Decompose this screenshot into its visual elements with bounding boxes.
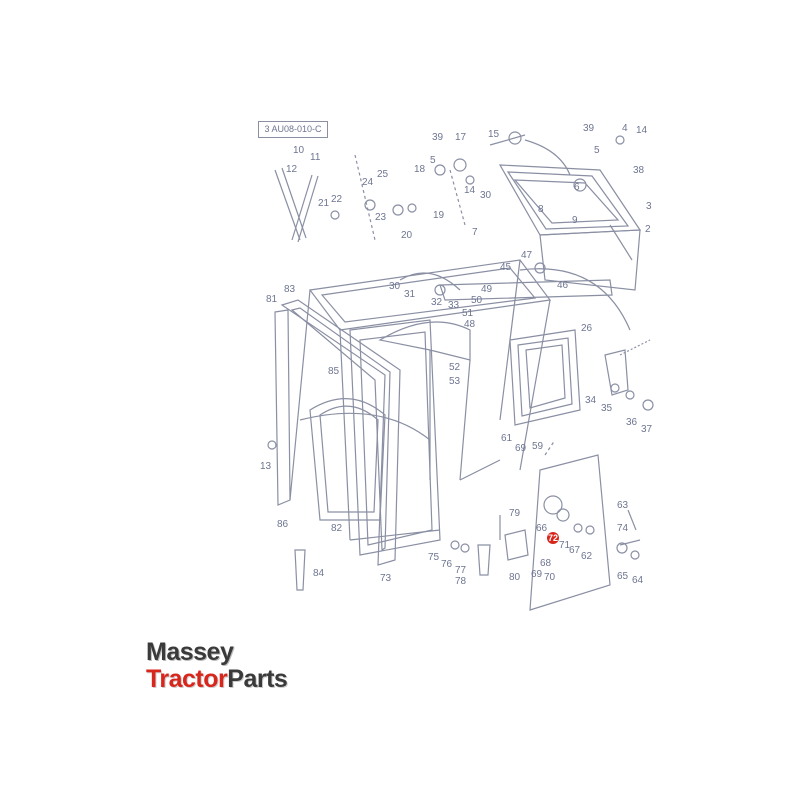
callout-label: 86: [277, 519, 289, 530]
front-windscreen-drawing: [274, 299, 401, 566]
callout-label: 50: [471, 295, 483, 306]
logo-massey-text: Massey: [146, 638, 234, 666]
callout-label: 18: [414, 164, 426, 175]
diagram-reference-code: 3 AU08-010-C: [258, 121, 328, 138]
callout-label: 76: [441, 559, 453, 570]
callout-label: 31: [404, 289, 416, 300]
callout-label: 36: [626, 417, 638, 428]
callout-label: 69: [515, 443, 527, 454]
callout-label: 61: [501, 433, 513, 444]
callout-label: 34: [585, 395, 597, 406]
sun-visor-bar-drawing: [434, 262, 631, 331]
callout-label: 77: [455, 565, 467, 576]
bottom-fittings-drawing: [267, 440, 529, 591]
door-latch-panel-drawing: [529, 439, 641, 611]
callout-label: 49: [481, 284, 493, 295]
top-fittings-drawing: [330, 131, 625, 241]
callout-label: 67: [569, 545, 581, 556]
callout-label: 73: [380, 573, 392, 584]
callout-label: 26: [581, 323, 593, 334]
callout-label: 65: [617, 571, 629, 582]
callout-label: 7: [472, 227, 478, 238]
callout-label: 33: [448, 300, 460, 311]
highlighted-part-marker[interactable]: 72: [547, 532, 559, 544]
callout-label: 66: [536, 523, 548, 534]
callout-label: 21: [318, 198, 330, 209]
callout-label: 30: [480, 190, 492, 201]
callout-label: 19: [433, 210, 445, 221]
callout-label: 38: [633, 165, 645, 176]
callout-label: 70: [544, 572, 556, 583]
callout-label: 20: [401, 230, 413, 241]
callout-label: 82: [331, 523, 343, 534]
callout-label: 64: [632, 575, 644, 586]
callout-label: 5: [430, 155, 436, 166]
callout-label: 52: [449, 362, 461, 373]
callout-label: 10: [293, 145, 305, 156]
callout-label: 22: [331, 194, 343, 205]
callout-label: 25: [377, 169, 389, 180]
hinge-assembly-drawing: [604, 339, 654, 411]
callout-label: 4: [622, 123, 628, 134]
callout-label: 79: [509, 508, 521, 519]
callout-label: 68: [540, 558, 552, 569]
callout-label: 83: [284, 284, 296, 295]
brand-logo[interactable]: Massey TractorParts: [146, 638, 288, 694]
callout-label: 84: [313, 568, 325, 579]
callout-label: 8: [538, 204, 544, 215]
callout-label: 30: [389, 281, 401, 292]
callout-label: 5: [594, 145, 600, 156]
callout-label: 47: [521, 250, 533, 261]
rear-window-drawing: [509, 329, 581, 426]
callout-label: 13: [260, 461, 272, 472]
callout-labels: 39 17 15 5 18 24 25 14 30 23 19 20 7 22 …: [260, 123, 653, 587]
callout-label: 15: [488, 129, 500, 140]
highlighted-part-number: 72: [548, 533, 558, 543]
callout-label: 6: [574, 182, 580, 193]
callout-label: 12: [286, 164, 298, 175]
callout-label: 62: [581, 551, 593, 562]
callout-label: 46: [557, 280, 569, 291]
cab-frame-drawing: [289, 259, 552, 556]
callout-label: 81: [266, 294, 278, 305]
gas-struts-drawing: [274, 167, 319, 243]
callout-label: 39: [583, 123, 595, 134]
roof-hatch-drawing: [498, 164, 642, 291]
logo-tractor-parts: TractorParts: [146, 665, 288, 694]
callout-label: 85: [328, 366, 340, 377]
callout-label: 63: [617, 500, 629, 511]
callout-label: 17: [455, 132, 467, 143]
callout-label: 2: [645, 224, 651, 235]
callout-label: 59: [532, 441, 544, 452]
callout-label: 35: [601, 403, 613, 414]
callout-label: 78: [455, 576, 467, 587]
callout-label: 3: [646, 201, 652, 212]
callout-label: 48: [464, 319, 476, 330]
callout-label: 24: [362, 177, 374, 188]
callout-label: 74: [617, 523, 629, 534]
logo-tractor-text: Tractor: [146, 665, 228, 693]
callout-label: 37: [641, 424, 653, 435]
callout-label: 80: [509, 572, 521, 583]
callout-label: 53: [449, 376, 461, 387]
callout-label: 45: [500, 262, 512, 273]
callout-label: 69: [531, 569, 543, 580]
callout-label: 14: [464, 185, 476, 196]
callout-label: 32: [431, 297, 443, 308]
callout-label: 75: [428, 552, 440, 563]
logo-parts-text: Parts: [227, 665, 288, 693]
callout-label: 39: [432, 132, 444, 143]
callout-label: 14: [636, 125, 648, 136]
callout-label: 9: [572, 215, 578, 226]
callout-label: 11: [310, 152, 321, 163]
callout-label: 71: [559, 540, 571, 551]
callout-label: 51: [462, 308, 474, 319]
callout-label: 23: [375, 212, 387, 223]
